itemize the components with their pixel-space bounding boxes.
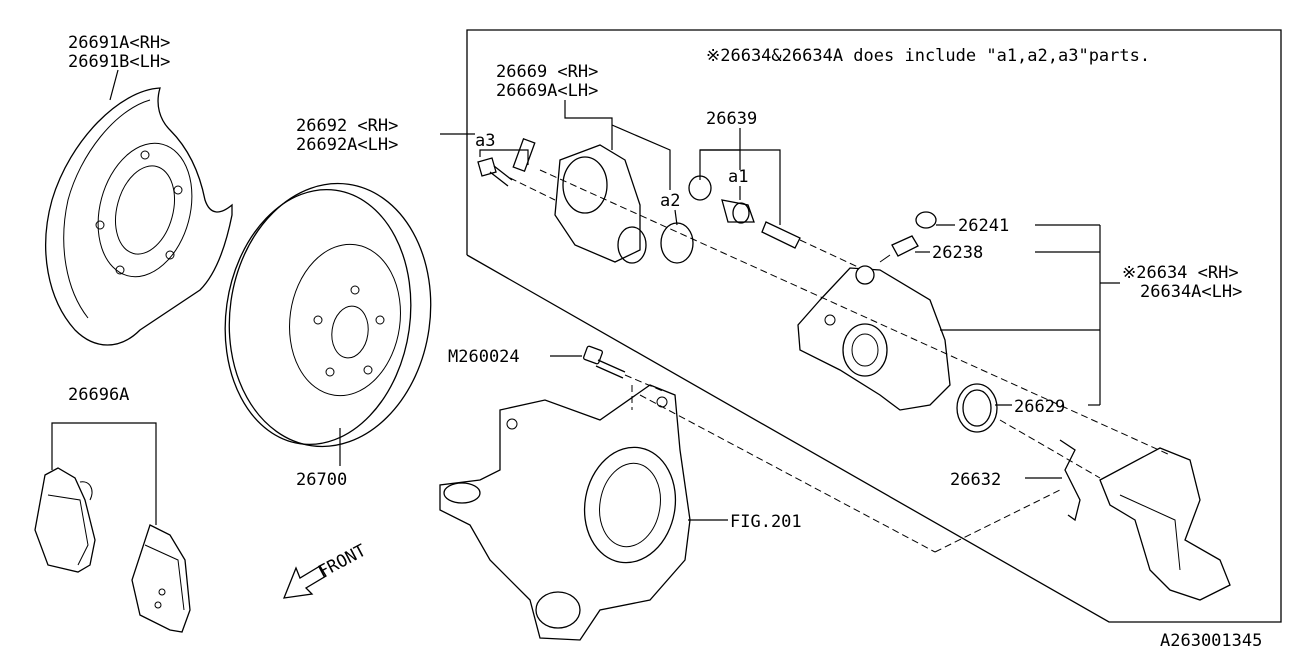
brake-rotor-drawing [224, 182, 432, 466]
brake-pads-drawing [34, 422, 191, 633]
diagram-id: A263001345 [1160, 631, 1262, 651]
label-26241: 26241 [958, 216, 1009, 236]
label-26632: 26632 [950, 470, 1001, 490]
label-26639: 26639 [706, 109, 757, 129]
front-arrow-icon [282, 565, 327, 599]
bolt-drawing [550, 345, 666, 393]
label-26692-rh: 26692 <RH> [296, 116, 398, 136]
label-26691-rh: 26691A<RH> [68, 33, 170, 53]
label-fig201: FIG.201 [730, 512, 802, 532]
assembly-note: ※26634&26634A does include "a1,a2,a3"par… [706, 46, 1150, 66]
knuckle-drawing [439, 384, 728, 641]
label-a1: a1 [728, 167, 748, 187]
label-a2: a2 [660, 191, 680, 211]
label-26696a: 26696A [68, 385, 129, 405]
label-26634-lh: 26634A<LH> [1140, 282, 1242, 302]
caliper-bracket-drawing [999, 419, 1231, 601]
caliper-body-drawing [797, 265, 951, 411]
label-26634-rh: ※26634 <RH> [1122, 263, 1239, 283]
label-26700: 26700 [296, 470, 347, 490]
assembly-frame [466, 29, 1282, 623]
dust-shield-drawing [45, 69, 233, 346]
leader-lines [440, 100, 1120, 479]
label-a3: a3 [475, 131, 495, 151]
label-26691-lh: 26691B<LH> [68, 52, 170, 72]
piston-seal-drawing [956, 383, 998, 433]
label-26238: 26238 [932, 243, 983, 263]
bleeder-drawing [879, 211, 937, 263]
label-front: FRONT [315, 541, 370, 583]
label-26629: 26629 [1014, 397, 1065, 417]
label-26692-lh: 26692A<LH> [296, 135, 398, 155]
label-26669-rh: 26669 <RH> [496, 62, 598, 82]
label-26669-lh: 26669A<LH> [496, 81, 598, 101]
label-m260024: M260024 [448, 347, 520, 367]
guide-pin-drawing [688, 175, 861, 269]
assembly-guide-lines [539, 169, 1171, 553]
